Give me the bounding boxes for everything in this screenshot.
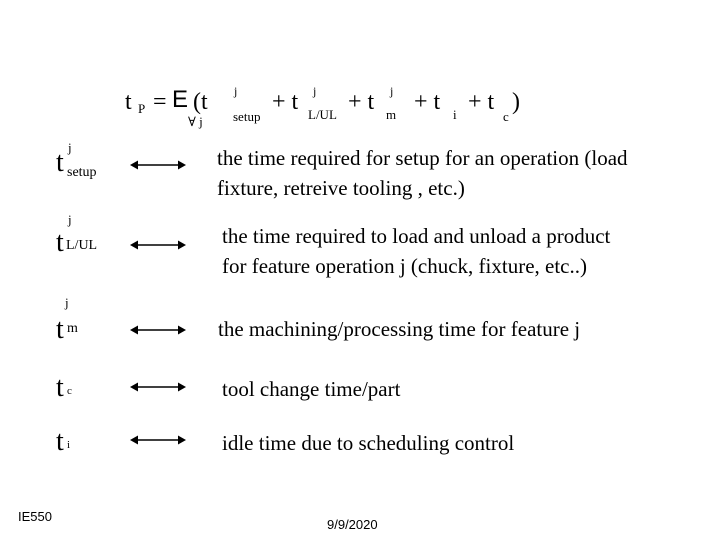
formula-summation: E — [172, 86, 189, 113]
formula-m-subscript: m — [386, 107, 397, 122]
term-symbol: t — [56, 372, 64, 403]
formula-t: t — [125, 89, 132, 115]
term-superscript: j — [68, 140, 72, 155]
term-subscript: i — [67, 439, 71, 451]
formula-forall-j: ∀ j — [188, 114, 203, 129]
footer-course-label: IE550 — [18, 509, 52, 524]
term-description: the machining/processing time for featur… — [218, 314, 580, 344]
term-symbol: t — [56, 426, 64, 457]
term-description-line: the time required to load and unload a p… — [222, 224, 611, 248]
formula-setup-subscript: setup — [233, 109, 261, 124]
footer-date: 9/9/2020 — [327, 517, 378, 532]
term-symbol: t — [56, 314, 64, 345]
formula-plus-t-2: + t — [348, 89, 375, 115]
formula-open-paren-t: (t — [193, 89, 208, 115]
formula-sup-j1: j — [234, 84, 238, 98]
term-symbol: t — [56, 147, 64, 178]
term-description-line: the machining/processing time for featur… — [218, 317, 581, 341]
term-symbol: t — [56, 227, 64, 258]
term-description: the time required to load and unload a p… — [222, 221, 610, 281]
double-arrow-icon — [130, 160, 186, 170]
formula-c-subscript: c — [503, 109, 509, 124]
formula-plus-t-1: + t — [272, 89, 299, 115]
term-superscript: j — [65, 295, 69, 310]
term-description: the time required for setup for an opera… — [217, 143, 628, 203]
formula-plus-t-4: + t — [468, 89, 495, 115]
formula-plus-t-3: + t — [414, 89, 441, 115]
term-description-line: fixture, retreive tooling , etc.) — [217, 176, 465, 200]
formula-sup-j3: j — [390, 84, 394, 98]
term-description-line: the time required for setup for an opera… — [217, 146, 628, 170]
term-description-line: tool change time/part — [222, 377, 401, 401]
formula-equals: = — [153, 89, 167, 115]
term-description-line: for feature operation j (chuck, fixture,… — [222, 254, 587, 278]
double-arrow-icon — [130, 325, 186, 335]
formula-i-subscript: i — [453, 107, 457, 122]
term-description: tool change time/part — [222, 374, 400, 404]
formula-close-paren: ) — [512, 89, 520, 115]
term-subscript: m — [67, 321, 78, 336]
double-arrow-icon — [130, 240, 186, 250]
term-description-line: idle time due to scheduling control — [222, 431, 515, 455]
term-subscript: c — [67, 385, 72, 397]
term-superscript: j — [68, 212, 72, 227]
double-arrow-icon — [130, 382, 186, 392]
term-subscript: L/UL — [66, 238, 98, 253]
double-arrow-icon — [130, 435, 186, 445]
formula-sup-j2: j — [313, 84, 317, 98]
formula-lul-subscript: L/UL — [308, 107, 337, 122]
term-description: idle time due to scheduling control — [222, 428, 514, 458]
term-subscript: setup — [67, 165, 97, 180]
formula-p-subscript: P — [138, 101, 146, 116]
